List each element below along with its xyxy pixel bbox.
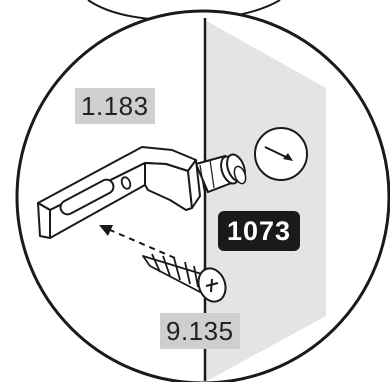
- rotate-arrow-icon: [255, 128, 307, 180]
- screw-part-label: 9.135: [160, 313, 240, 349]
- wall-part-badge: 1073: [218, 211, 300, 251]
- bracket-part-label: 1.183: [75, 88, 155, 124]
